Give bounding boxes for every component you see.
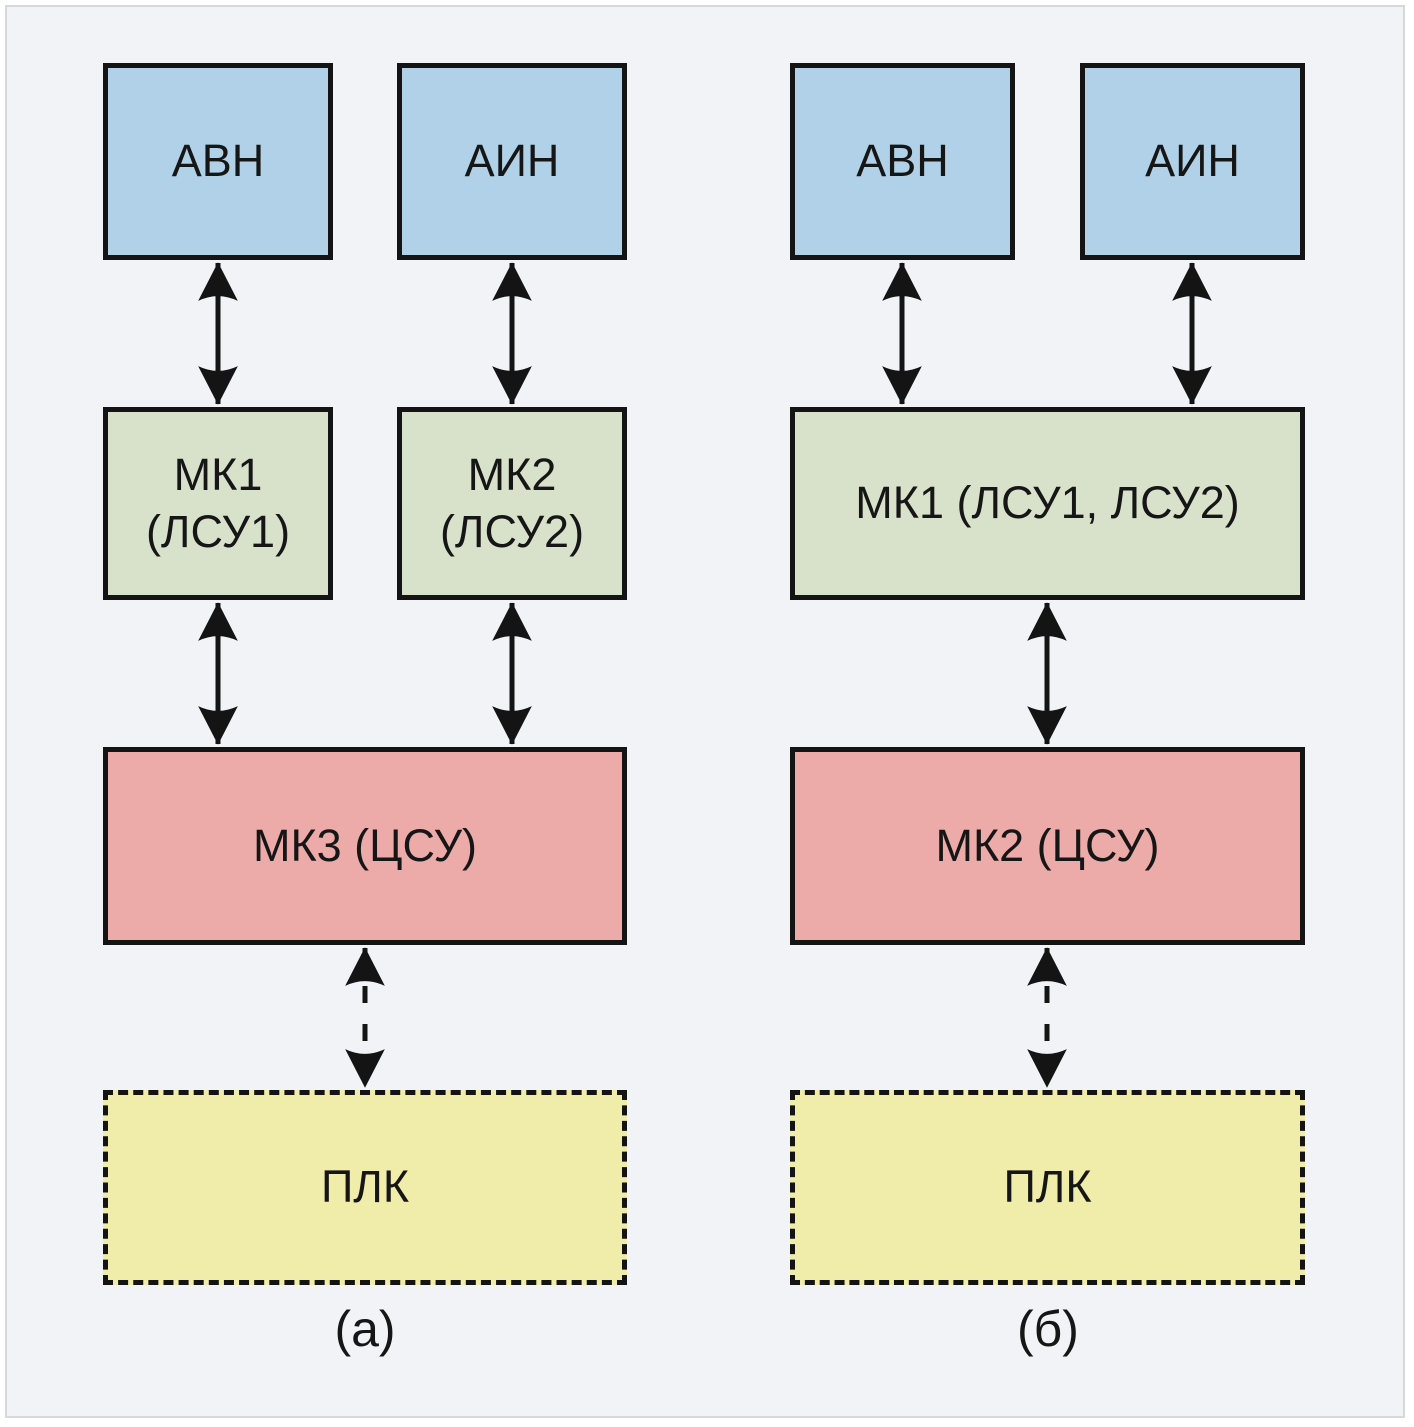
node-a-mk3-csu: МК3 (ЦСУ) bbox=[103, 747, 627, 945]
node-b-ain-label: АИН bbox=[1145, 135, 1240, 187]
node-b-plk: ПЛК bbox=[790, 1090, 1305, 1285]
node-a-mk2-lsu2: МК2 (ЛСУ2) bbox=[397, 407, 627, 600]
node-a-mk1-lsu1: МК1 (ЛСУ1) bbox=[103, 407, 333, 600]
node-b-avn-label: АВН bbox=[856, 135, 949, 187]
node-b-mk1-lsu1-lsu2: МК1 (ЛСУ1, ЛСУ2) bbox=[790, 407, 1305, 600]
node-a-mk2-label: МК2 (ЛСУ2) bbox=[439, 449, 585, 557]
node-b-mk1-label: МК1 (ЛСУ1, ЛСУ2) bbox=[855, 477, 1240, 529]
node-a-ain: АИН bbox=[397, 63, 627, 260]
node-b-mk2-label: МК2 (ЦСУ) bbox=[935, 819, 1160, 871]
node-a-avn-label: АВН bbox=[171, 135, 265, 187]
node-b-mk2-csu: МК2 (ЦСУ) bbox=[790, 747, 1305, 945]
panel-b-caption: (б) bbox=[1017, 1301, 1079, 1357]
node-a-mk3-label: МК3 (ЦСУ) bbox=[252, 819, 478, 871]
node-a-plk-label: ПЛК bbox=[320, 1161, 410, 1213]
node-b-plk-label: ПЛК bbox=[1003, 1161, 1092, 1213]
node-b-avn: АВН bbox=[790, 63, 1015, 260]
node-a-ain-label: АИН bbox=[464, 135, 560, 187]
node-a-plk: ПЛК bbox=[103, 1090, 627, 1285]
panel-a-caption: (а) bbox=[334, 1301, 396, 1357]
node-b-ain: АИН bbox=[1080, 63, 1305, 260]
node-a-mk1-label: МК1 (ЛСУ1) bbox=[145, 449, 291, 557]
node-a-avn: АВН bbox=[103, 63, 333, 260]
